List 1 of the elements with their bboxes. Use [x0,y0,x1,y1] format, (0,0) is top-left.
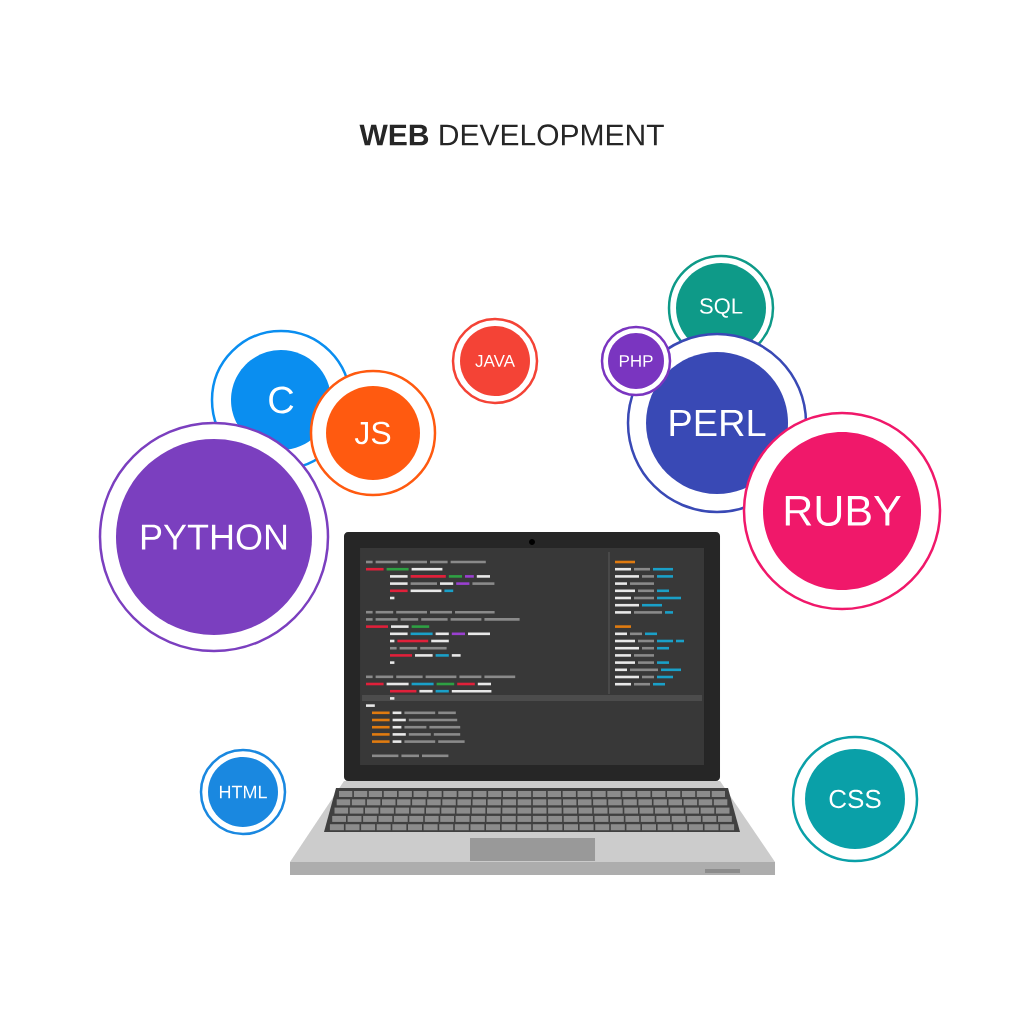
title: WEB DEVELOPMENT [359,124,664,146]
